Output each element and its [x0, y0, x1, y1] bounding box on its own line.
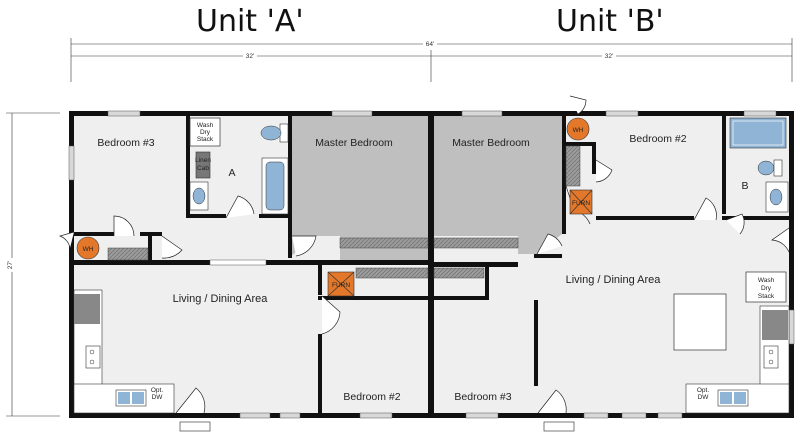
unit-a-washer-label-2: Dry: [200, 129, 211, 136]
unit-b-kitchen-island: [673, 293, 727, 351]
unit-a-dw-label-2: DW: [152, 394, 164, 401]
depth-label: 27': [7, 261, 14, 269]
unit-a-living-label: Living / Dining Area: [173, 293, 269, 305]
unit-a-linen-label-2: Cab: [197, 165, 209, 172]
unit-a-furn-label: FURN: [332, 282, 350, 289]
unit-b-washer-label-2: Dry: [761, 285, 772, 292]
unit-b-washer-label-3: Stack: [758, 293, 775, 300]
unit-b-width-label: 32': [605, 53, 613, 60]
unit-a-bedroom3-label: Bedroom #3: [97, 137, 154, 149]
unit-a-water-heater-icon: [76, 236, 100, 260]
unit-b-bath-label: B: [741, 180, 748, 192]
windows: [68, 110, 795, 419]
unit-b-living-label: Living / Dining Area: [566, 274, 662, 286]
unit-b-dw-label-2: DW: [698, 394, 710, 401]
unit-a-toilet-icon: [260, 125, 282, 141]
overall-width-label: 64': [426, 41, 434, 48]
unit-b-master-label: Master Bedroom: [452, 137, 530, 149]
unit-a-master-floor: [290, 116, 428, 261]
unit-b-bedroom2-label: Bedroom #2: [629, 133, 686, 145]
unit-a-wh-label: WH: [83, 246, 94, 253]
unit-a-title: Unit 'A': [196, 4, 304, 39]
unit-b-wh-label: WH: [573, 127, 584, 134]
unit-b-shower-icon: [729, 117, 787, 149]
unit-a-linen-label-1: Linen: [195, 157, 211, 164]
unit-a-dw-label-1: Opt.: [151, 387, 163, 394]
unit-b-furn-label: FURN: [572, 200, 590, 207]
unit-b-dw-label-1: Opt.: [697, 387, 709, 394]
unit-b-title: Unit 'B': [556, 4, 664, 39]
unit-a-washer-dryer: [189, 117, 221, 147]
unit-a-washer-label-1: Wash: [197, 122, 214, 129]
unit-a-master-label: Master Bedroom: [315, 137, 393, 149]
unit-b-toilet-icon: [757, 160, 775, 176]
unit-b-water-heater-icon: [566, 117, 590, 141]
walls: [69, 111, 794, 418]
unit-a-bath-label: A: [228, 167, 235, 179]
unit-b-bedroom3-label: Bedroom #3: [454, 391, 511, 403]
unit-a-sink-icon: [192, 187, 206, 205]
unit-b-washer-label-1: Wash: [758, 277, 775, 284]
unit-a-linen-cabinet: [195, 151, 211, 179]
unit-b-range-icon: [763, 345, 779, 369]
unit-a-width-label: 32': [246, 53, 254, 60]
unit-a-range-icon: [85, 345, 101, 369]
unit-b-washer-dryer: [745, 271, 787, 303]
unit-a-bedroom2-label: Bedroom #2: [343, 391, 400, 403]
unit-a-washer-label-3: Stack: [197, 136, 214, 143]
unit-b-master-floor: [434, 116, 562, 254]
